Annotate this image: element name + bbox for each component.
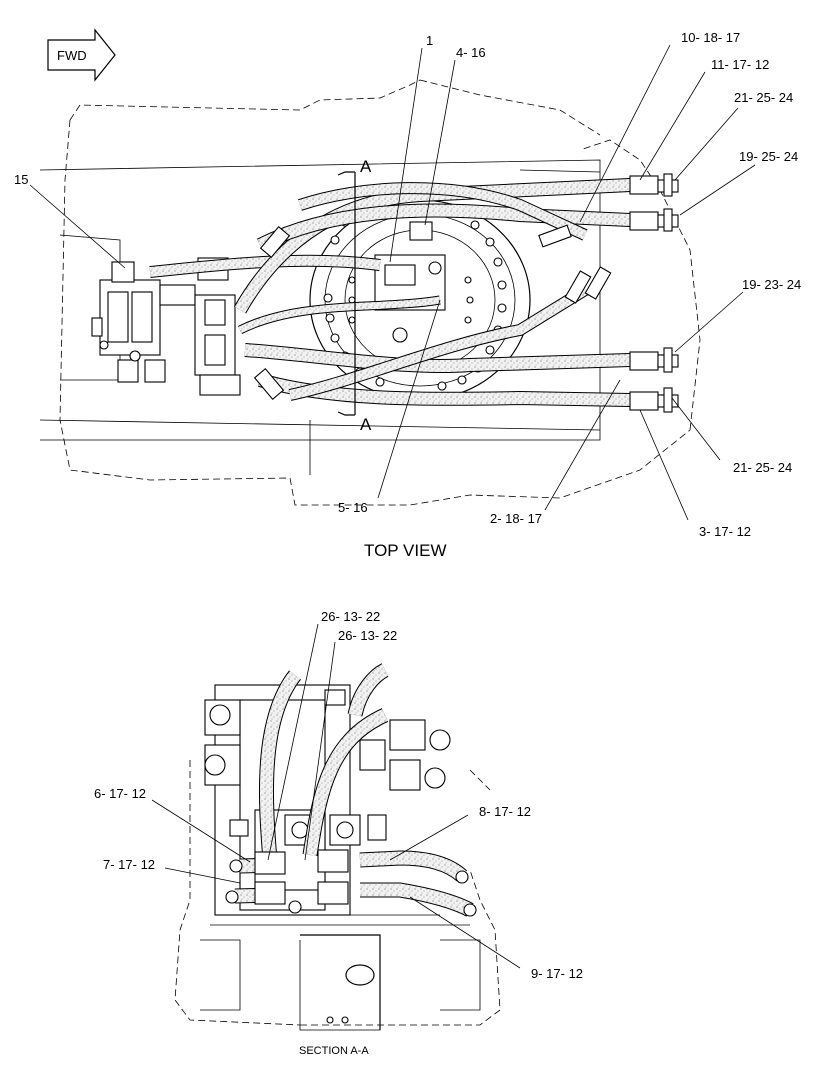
callout-2-18-17: 2- 18- 17 <box>490 511 542 526</box>
fwd-label: FWD <box>57 48 87 63</box>
forward-arrow-icon: FWD <box>47 28 116 82</box>
callout-4-16: 4- 16 <box>456 45 486 60</box>
callout-19-23-24: 19- 23- 24 <box>742 277 801 292</box>
top-view: A A 1 4- 16 10- 18- 17 11- 17- 12 21- 25… <box>14 30 801 560</box>
callout-21-25-24-bottom: 21- 25- 24 <box>733 460 792 475</box>
callout-19-25-24: 19- 25- 24 <box>739 149 798 164</box>
hose-fittings-right <box>253 173 679 413</box>
section-line-a: A A <box>337 157 372 434</box>
callout-26-13-22-a: 26- 13- 22 <box>321 609 380 624</box>
callout-11-17-12: 11- 17- 12 <box>711 57 769 72</box>
callout-9-17-12: 9- 17- 12 <box>531 966 583 981</box>
callout-7-17-12: 7- 17- 12 <box>103 857 155 872</box>
section-view: 26- 13- 22 26- 13- 22 6- 17- 12 8- 17- 1… <box>94 609 583 1057</box>
callout-21-25-24-top: 21- 25- 24 <box>734 90 793 105</box>
callout-26-13-22-b: 26- 13- 22 <box>338 628 397 643</box>
callout-5-16: 5- 16 <box>338 500 368 515</box>
callout-6-17-12: 6- 17- 12 <box>94 786 146 801</box>
callout-10-18-17: 10- 18- 17 <box>681 30 740 45</box>
section-marker-top: A <box>360 157 372 176</box>
callout-1: 1 <box>426 33 433 48</box>
hoses-section <box>225 663 477 917</box>
hoses-top <box>149 178 631 407</box>
top-view-title: TOP VIEW <box>364 541 447 560</box>
control-valve <box>91 257 241 396</box>
callout-8-17-12: 8- 17- 12 <box>479 804 531 819</box>
leader-lines-top <box>29 44 756 521</box>
callout-15: 15 <box>14 172 28 187</box>
section-marker-bottom: A <box>360 415 372 434</box>
leader-lines-section <box>151 623 521 969</box>
callout-3-17-12: 3- 17- 12 <box>699 524 751 539</box>
section-view-title: SECTION A-A <box>299 1045 369 1057</box>
